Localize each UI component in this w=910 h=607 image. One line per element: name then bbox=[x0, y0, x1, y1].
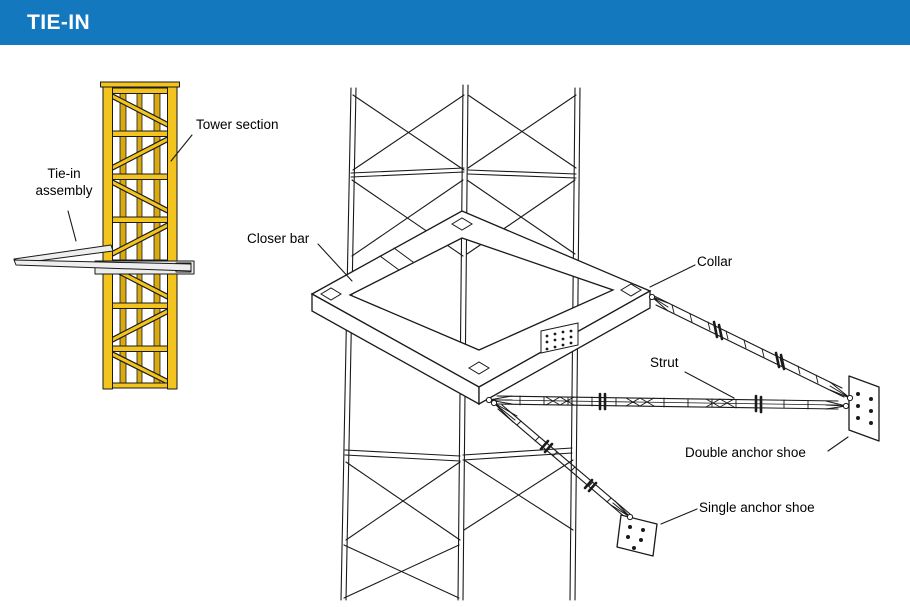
tower-section-drawing bbox=[100, 81, 180, 390]
collar-drawing bbox=[310, 210, 652, 406]
leader-single-anchor-shoe bbox=[660, 508, 698, 525]
page-title: TIE-IN bbox=[27, 10, 91, 34]
label-single-anchor-shoe: Single anchor shoe bbox=[699, 500, 815, 515]
leader-closer-bar bbox=[317, 243, 353, 282]
leader-tie-in-assembly bbox=[67, 210, 77, 242]
label-tie-in-assembly: Tie-in assembly bbox=[35, 166, 93, 198]
label-collar: Collar bbox=[697, 254, 733, 269]
label-tower-section: Tower section bbox=[196, 117, 279, 132]
label-closer-bar: Closer bar bbox=[247, 231, 310, 246]
anchor-shoe-drawings bbox=[616, 375, 880, 557]
leader-lines bbox=[67, 134, 849, 525]
label-strut: Strut bbox=[650, 355, 679, 370]
leader-collar bbox=[649, 264, 696, 288]
leader-tower-section bbox=[170, 134, 193, 162]
strut-drawings bbox=[496, 295, 845, 519]
single-anchor-shoe-plate bbox=[616, 514, 658, 557]
label-double-anchor-shoe: Double anchor shoe bbox=[685, 445, 806, 460]
strut-fittings bbox=[485, 293, 854, 521]
tie-in-assembly-drawing bbox=[13, 244, 195, 275]
double-anchor-shoe-plate bbox=[848, 375, 880, 442]
leader-double-anchor-shoe bbox=[827, 436, 849, 452]
title-bar: TIE-IN bbox=[0, 0, 910, 45]
leader-strut bbox=[684, 371, 735, 399]
